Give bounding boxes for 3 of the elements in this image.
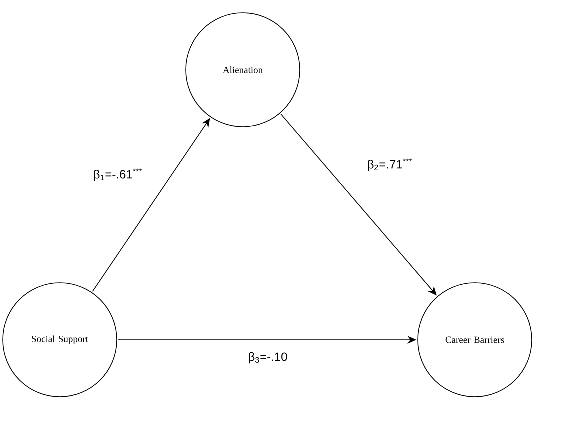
edge-label: β$_{2}$=.71$^{***}$ [366, 158, 414, 172]
edge-label: β$_{1}$=-.61$^{***}$ [92, 168, 144, 182]
edge-label: β$_{3}$=-.10 [247, 351, 289, 365]
